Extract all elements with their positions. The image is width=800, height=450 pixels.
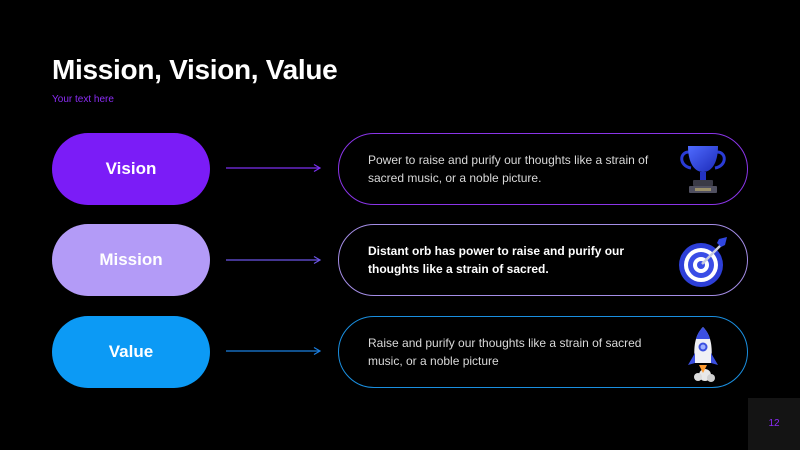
- mission-card: Distant orb has power to raise and purif…: [338, 224, 748, 296]
- arrow-icon: [226, 346, 322, 356]
- target-dart-icon: [679, 237, 727, 287]
- mission-description: Distant orb has power to raise and purif…: [368, 244, 625, 276]
- slide-subtitle: Your text here: [52, 94, 114, 105]
- rocket-icon: [688, 327, 718, 382]
- mission-pill: Mission: [52, 224, 210, 296]
- vision-description: Power to raise and purify our thoughts l…: [368, 153, 649, 185]
- arrow-icon: [226, 255, 322, 265]
- trophy-icon: [680, 146, 726, 193]
- page-number: 12: [768, 418, 780, 429]
- vision-card: Power to raise and purify our thoughts l…: [338, 133, 748, 205]
- value-card: Raise and purify our thoughts like a str…: [338, 316, 748, 388]
- arrow-icon: [226, 163, 322, 173]
- value-label: Value: [108, 342, 154, 361]
- vision-pill: Vision: [52, 133, 210, 205]
- vision-label: Vision: [105, 159, 157, 178]
- page-number-box: 12: [748, 398, 800, 450]
- slide-title: Mission, Vision, Value: [52, 54, 338, 85]
- value-description: Raise and purify our thoughts like a str…: [368, 336, 642, 368]
- value-pill: Value: [52, 316, 210, 388]
- mission-label: Mission: [99, 250, 163, 269]
